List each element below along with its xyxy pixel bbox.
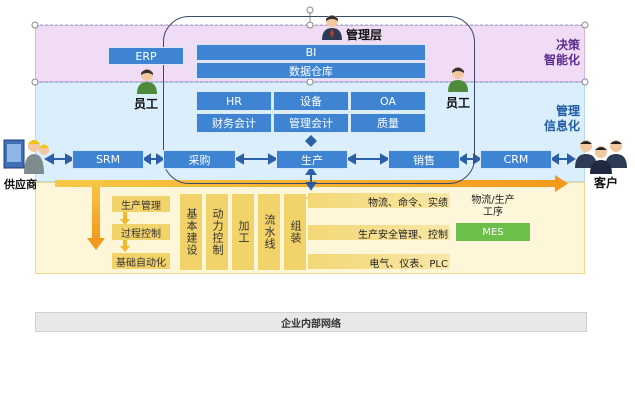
safety-strip-label: 生产安全管理、控制 bbox=[358, 230, 448, 241]
basic-automation-box: 基础自动化 bbox=[112, 253, 170, 269]
bi-box: BI bbox=[196, 44, 426, 61]
supplier-icon bbox=[2, 134, 50, 174]
mes-box: MES bbox=[456, 223, 530, 241]
quality-box: 质量 bbox=[350, 113, 426, 133]
safety-strip: 生产安全管理、控制 bbox=[308, 225, 450, 241]
management-layer-label: 管理层 bbox=[346, 28, 383, 42]
erp-box: ERP bbox=[108, 47, 184, 65]
production-management-box: 生产管理 bbox=[112, 196, 170, 212]
electrical-strip-label: 电气、仪表、PLC bbox=[369, 259, 448, 270]
employee-left-icon bbox=[136, 68, 158, 94]
purchasing-box: 采购 bbox=[163, 150, 236, 169]
management-layer-boundary bbox=[163, 16, 475, 184]
sales-box: 销售 bbox=[388, 150, 460, 169]
decision-label-line2: 智能化 bbox=[543, 53, 580, 67]
info-label-line1: 管理 bbox=[555, 104, 580, 118]
decision-intelligence-label: 决策 智能化 bbox=[520, 38, 580, 68]
financial-accounting-box: 财务会计 bbox=[196, 113, 272, 133]
basic-construction-column: 基本建设 bbox=[180, 194, 202, 270]
enterprise-network-bar: 企业内部网络 bbox=[35, 312, 587, 332]
assembly-line-column: 流水线 bbox=[258, 194, 280, 270]
logistics-process-label: 物流/生产 工序 bbox=[458, 195, 528, 219]
customer-label: 客户 bbox=[594, 176, 619, 190]
srm-box: SRM bbox=[72, 150, 144, 169]
decision-label-line1: 决策 bbox=[555, 38, 580, 52]
management-informatization-label: 管理 信息化 bbox=[520, 104, 580, 134]
logistics-process-line2: 工序 bbox=[483, 207, 503, 218]
employee-right-label: 员工 bbox=[446, 96, 471, 110]
hr-box: HR bbox=[196, 91, 272, 111]
logistics-process-line1: 物流/生产 bbox=[471, 195, 515, 206]
processing-column: 加工 bbox=[232, 194, 254, 270]
electrical-strip: 电气、仪表、PLC bbox=[308, 254, 450, 270]
data-warehouse-box: 数据仓库 bbox=[196, 62, 426, 79]
info-label-line2: 信息化 bbox=[543, 119, 580, 133]
supplier-label: 供应商 bbox=[4, 178, 37, 191]
logistics-strip-label: 物流、命令、实绩 bbox=[368, 198, 448, 209]
crm-box: CRM bbox=[480, 150, 552, 169]
assembly-column: 组装 bbox=[284, 194, 306, 270]
power-control-column: 动力控制 bbox=[206, 194, 228, 270]
process-control-box: 过程控制 bbox=[112, 224, 170, 240]
employee-left-label: 员工 bbox=[134, 97, 159, 111]
logistics-strip: 物流、命令、实绩 bbox=[308, 193, 450, 209]
oa-box: OA bbox=[350, 91, 426, 111]
equipment-box: 设备 bbox=[273, 91, 349, 111]
management-accounting-box: 管理会计 bbox=[273, 113, 349, 133]
customer-icon bbox=[572, 138, 630, 174]
production-box: 生产 bbox=[276, 150, 348, 169]
manager-avatar-icon bbox=[320, 14, 344, 40]
employee-right-icon bbox=[447, 66, 469, 92]
